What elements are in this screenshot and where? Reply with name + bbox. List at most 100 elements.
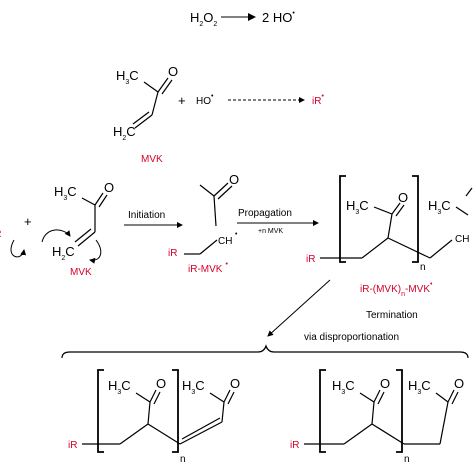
adduct-bond (213, 195, 217, 227)
carbonyl-bond (223, 389, 231, 403)
chain-initiator-label: iR (306, 254, 315, 265)
side-chain-bond (147, 401, 151, 425)
electron-arrow (10, 239, 27, 258)
chain-end-label: CH (455, 234, 469, 245)
side-chain-bond (373, 206, 393, 215)
radical-carbon-label: CH (218, 236, 232, 247)
hydroxyl-radical-product: 2 HO• (262, 10, 295, 25)
vinyl-group-label: H2C (113, 124, 136, 142)
mvk-vinyl-bond (134, 114, 153, 129)
product-unsaturated-end: n iR H3C O H3C O (68, 369, 240, 465)
disproportionation-label: via disproportionation (304, 332, 399, 343)
carbonyl-oxygen-label: O (380, 376, 390, 391)
carbonyl-double (451, 391, 459, 405)
carbonyl-oxygen-label: O (229, 172, 239, 187)
methyl-group-label: H3C (54, 184, 77, 202)
mvk-carbonyl-bond (157, 77, 169, 93)
vinylene-bond (179, 421, 223, 445)
propagation-label: Propagation (238, 208, 292, 219)
reaction-hydroxyl-addition: H3C O H2C + HO• iR• MVK (113, 64, 324, 165)
methyl-group-label: H3C (116, 68, 139, 86)
chain-initiator-label: iR (68, 440, 77, 451)
repeat-bracket-open (97, 369, 104, 453)
reaction-polymerization: iR + H3C O H2C MVK Initiation O CH • iR … (0, 172, 473, 343)
reaction-peroxide-cleavage: H2O2 2 HO• (190, 10, 295, 28)
mvk-vinyl-double (132, 111, 150, 125)
chain-end-bond (429, 239, 453, 259)
carbonyl-oxygen-label: O (398, 190, 408, 205)
hydroxyl-radical-label: HO• (196, 93, 214, 107)
product-saturated-end: n iR H3C O H3C O (290, 369, 464, 465)
product-brace (61, 344, 469, 359)
repeat-count-subscript: n (420, 262, 426, 273)
radical-initiator-label: iR (0, 229, 1, 240)
carbonyl-oxygen-label: O (454, 376, 464, 391)
backbone-bond (119, 423, 149, 445)
carbonyl-oxygen-label: O (230, 376, 240, 391)
carbonyl-double (377, 391, 385, 405)
side-chain-bond (221, 401, 225, 423)
mvk-carbonyl-double (98, 194, 108, 208)
side-chain-bond (359, 392, 375, 403)
side-chain-bond (439, 401, 449, 445)
carbonyl-double (153, 391, 161, 405)
repeat-bracket-close (412, 175, 419, 263)
electron-arrow (89, 239, 102, 264)
backbone-bond (387, 237, 431, 259)
initiation-label: Initiation (128, 210, 165, 221)
repeat-bracket-close (396, 369, 403, 453)
plus-sign: + (24, 214, 32, 229)
mvk-vinyl-double (74, 228, 92, 243)
repeat-bracket-open (319, 369, 326, 453)
adduct-bond (199, 184, 215, 197)
mvk-label: MVK (70, 267, 92, 278)
carbonyl-bond (373, 389, 381, 403)
carbonyl-double (395, 204, 405, 217)
methyl-group-label: H3C (408, 378, 431, 396)
side-chain-bond (209, 392, 225, 403)
adduct-carbonyl-bond (213, 182, 229, 197)
mvk-bond (143, 81, 159, 93)
electron-arrow (41, 229, 71, 243)
vinylene-double (181, 417, 221, 440)
vinyl-group-label: H2C (52, 244, 75, 262)
backbone-bond (371, 423, 405, 445)
adduct-label: iR-MVK• (188, 261, 228, 275)
mvk-bond (151, 91, 159, 116)
methyl-group-label: H3C (332, 378, 355, 396)
side-chain-bond (387, 213, 393, 239)
initiator-end-label: iR (168, 248, 177, 259)
methyl-group-label: H3C (346, 198, 369, 216)
carbonyl-oxygen-label: O (156, 376, 166, 391)
polymer-radical-label: iR-(MVK)n-MVK• (360, 281, 433, 298)
carbonyl-oxygen-label: O (104, 180, 114, 195)
carbonyl-oxygen-label: O (168, 64, 178, 79)
termination-label: Termination (366, 310, 418, 321)
methyl-group-label: H3C (182, 378, 205, 396)
side-chain-bond (435, 392, 449, 403)
backbone-bond (361, 237, 389, 259)
carbonyl-bond (447, 389, 455, 403)
adduct-bond (199, 239, 218, 255)
mvk-carbonyl-double (161, 79, 173, 95)
carbonyl-bond (465, 187, 473, 197)
chain-initiator-label: iR (290, 440, 299, 451)
carbonyl-bond (391, 202, 401, 215)
mvk-carbonyl-bond (94, 192, 104, 206)
termination-arrow (267, 279, 331, 337)
backbone-bond (343, 423, 373, 445)
side-chain-bond (455, 206, 469, 216)
carbonyl-bond (149, 389, 157, 403)
side-chain-bond (371, 401, 375, 425)
methyl-group-label: H3C (428, 198, 451, 216)
repeat-bracket-close (172, 369, 179, 453)
repeat-bracket-open (339, 175, 346, 263)
radical-product-label: iR• (312, 93, 324, 107)
backbone-bond (147, 423, 181, 445)
plus-sign: + (178, 93, 186, 108)
side-chain-bond (135, 392, 151, 403)
hydrogen-peroxide-formula: H2O2 (190, 10, 217, 28)
repeat-count-subscript: n (180, 454, 186, 465)
radical-dot: • (235, 231, 238, 238)
